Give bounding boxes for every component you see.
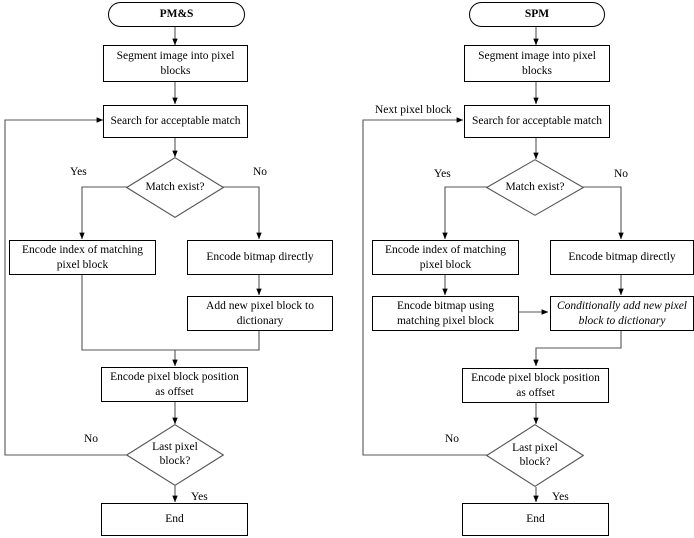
diamond-shape-icon	[486, 424, 584, 487]
left-last-decision[interactable]: Last pixel block?	[126, 424, 224, 486]
left-search-label: Search for acceptable match	[110, 115, 241, 128]
diamond-shape-icon	[486, 159, 584, 216]
right-encode-bitmap-using-box[interactable]: Encode bitmap using matching pixel block	[372, 296, 519, 331]
left-segment-box[interactable]: Segment image into pixel blocks	[103, 45, 248, 82]
right-end-box[interactable]: End	[462, 503, 609, 536]
diamond-shape-icon	[126, 157, 224, 218]
edge-right-match-yes	[442, 186, 487, 240]
right-start-terminal[interactable]: SPM	[469, 2, 605, 27]
right-start-label: SPM	[524, 8, 550, 21]
edge-left-match-no	[222, 186, 262, 240]
left-encode-bitmap-label: Encode bitmap directly	[206, 251, 314, 264]
edge-right-match-no	[583, 186, 624, 240]
left-add-dictionary-label: Add new pixel block to dictionary	[206, 300, 314, 327]
edge-right-last-no-loop	[362, 117, 487, 456]
left-add-dictionary-box[interactable]: Add new pixel block to dictionary	[187, 296, 333, 331]
left-start-terminal[interactable]: PM&S	[108, 2, 245, 27]
left-last-no-label: No	[84, 433, 99, 445]
right-encode-bitmap-box[interactable]: Encode bitmap directly	[550, 240, 694, 275]
right-last-no-label: No	[445, 433, 460, 445]
left-match-yes-label: Yes	[70, 166, 87, 178]
right-encode-offset-label: Encode pixel block position as offset	[471, 372, 600, 399]
right-match-no-label: No	[614, 168, 629, 180]
right-encode-bitmap-using-label: Encode bitmap using matching pixel block	[396, 300, 495, 327]
right-match-decision[interactable]: Match exist?	[486, 159, 584, 216]
left-end-label: End	[165, 513, 184, 526]
left-search-box[interactable]: Search for acceptable match	[103, 105, 248, 138]
left-encode-bitmap-box[interactable]: Encode bitmap directly	[187, 240, 333, 275]
left-end-box[interactable]: End	[101, 503, 248, 536]
right-search-box[interactable]: Search for acceptable match	[464, 105, 610, 138]
left-encode-offset-label: Encode pixel block position as offset	[110, 371, 239, 398]
right-end-label: End	[526, 513, 545, 526]
left-match-no-label: No	[253, 166, 268, 178]
left-encode-offset-box[interactable]: Encode pixel block position as offset	[101, 367, 248, 402]
edge-left-adddict-to-merge	[175, 331, 260, 351]
right-match-yes-label: Yes	[434, 168, 451, 180]
edge-left-index-to-merge	[81, 274, 175, 351]
right-conditionally-add-label: Conditionally add new pixel block to dic…	[557, 300, 687, 327]
edge-left-match-yes	[79, 186, 128, 240]
right-encode-index-box[interactable]: Encode index of matching pixel block	[372, 240, 519, 275]
left-segment-label: Segment image into pixel blocks	[116, 50, 235, 77]
right-encode-index-label: Encode index of matching pixel block	[384, 244, 507, 271]
right-segment-box[interactable]: Segment image into pixel blocks	[464, 45, 610, 82]
left-encode-index-label: Encode index of matching pixel block	[21, 244, 144, 271]
right-segment-label: Segment image into pixel blocks	[478, 50, 596, 77]
right-search-label: Search for acceptable match	[472, 115, 602, 128]
left-match-decision[interactable]: Match exist?	[126, 157, 224, 218]
edge-right-condadd-to-offset	[533, 330, 622, 367]
left-start-label: PM&S	[159, 8, 194, 21]
right-encode-bitmap-label: Encode bitmap directly	[568, 251, 676, 264]
right-encode-offset-box[interactable]: Encode pixel block position as offset	[462, 368, 609, 403]
right-loopback-label: Next pixel block	[375, 104, 452, 116]
edge-left-last-no-loop	[4, 117, 128, 456]
diamond-shape-icon	[126, 424, 224, 486]
right-last-yes-label: Yes	[552, 491, 569, 503]
left-last-yes-label: Yes	[191, 491, 208, 503]
right-last-decision[interactable]: Last pixel block?	[486, 424, 584, 487]
right-conditionally-add-box[interactable]: Conditionally add new pixel block to dic…	[550, 296, 694, 331]
left-encode-index-box[interactable]: Encode index of matching pixel block	[9, 240, 156, 275]
